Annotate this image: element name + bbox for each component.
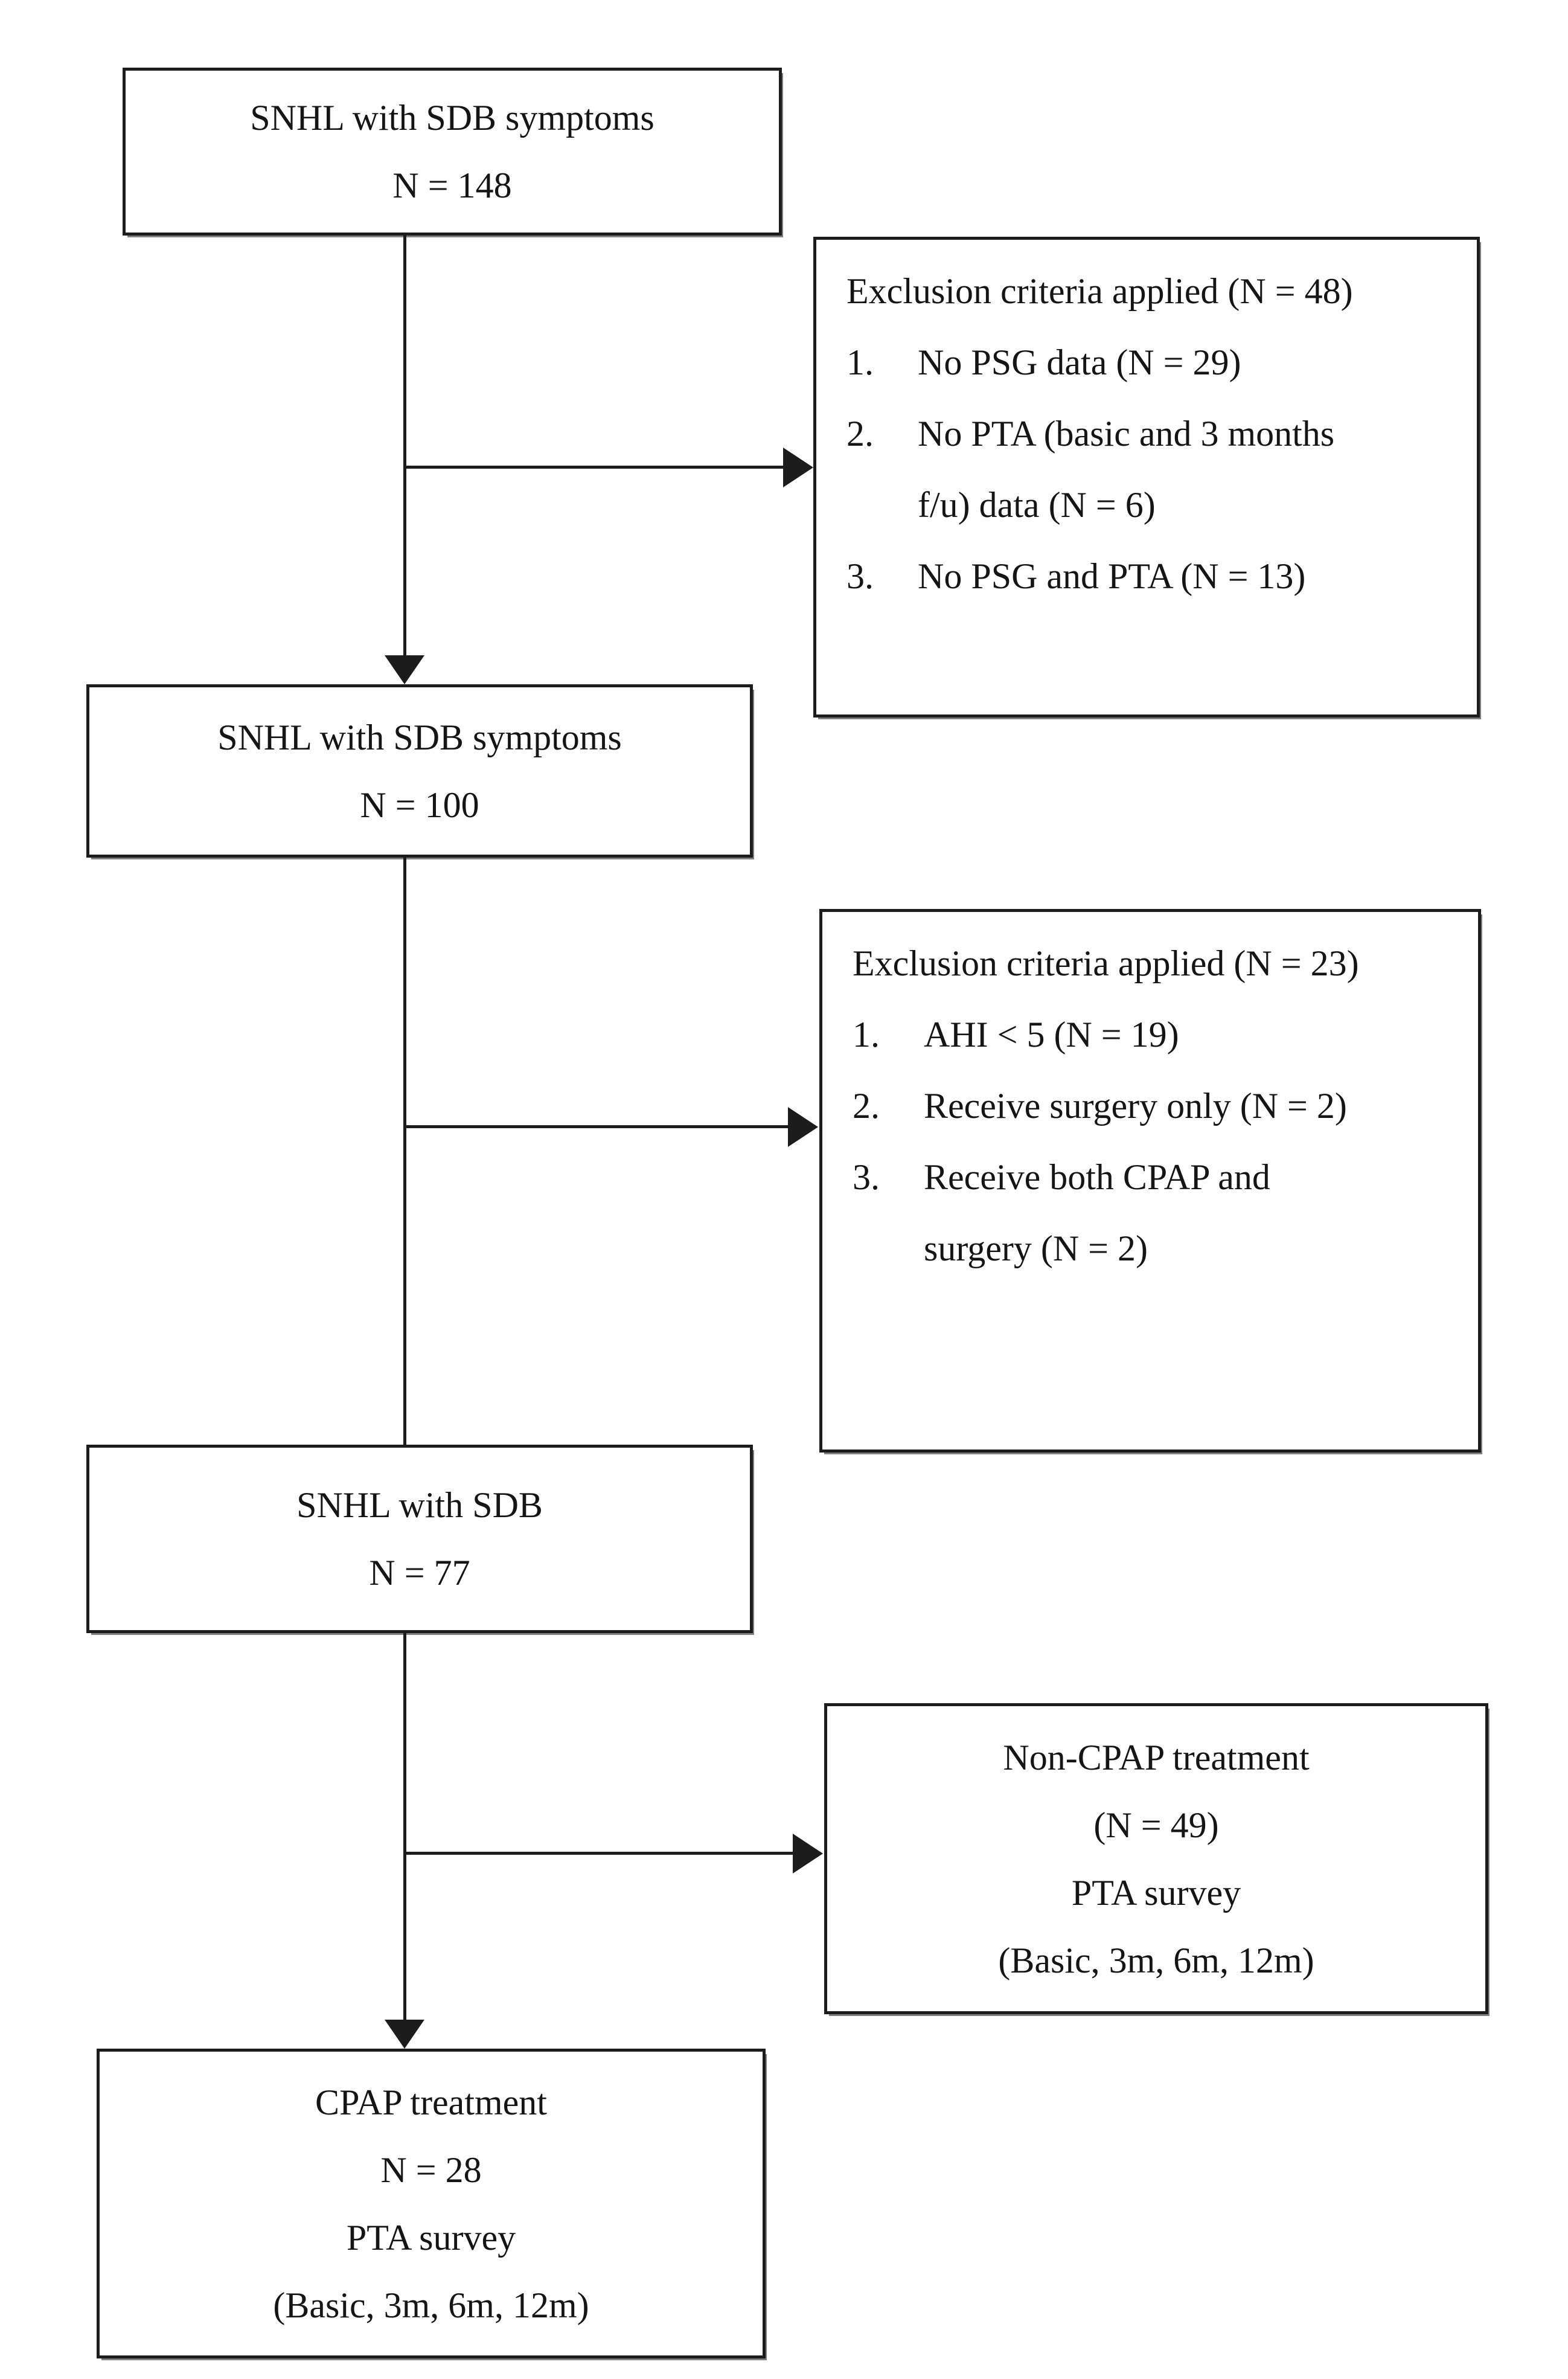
box-cpap-treatment: CPAP treatment N = 28 PTA survey (Basic,… [97, 2049, 766, 2358]
exclusion-item-number: 1. [853, 1015, 880, 1055]
exclusion-item-number: 2. [853, 1086, 880, 1126]
connector-branch-3 [405, 1852, 794, 1855]
exclusion-item-number: 3. [853, 1157, 880, 1197]
exclusion-item: 1. No PSG data (N = 29) [846, 327, 1460, 398]
exclusion-item: 1. AHI < 5 (N = 19) [853, 999, 1461, 1070]
box-exclusion-criteria-2: Exclusion criteria applied (N = 23) 1. A… [819, 909, 1481, 1453]
exclusion-item-number: 1. [846, 342, 874, 382]
box-text-line: N = 100 [360, 785, 479, 825]
exclusion-item-text: Receive surgery only (N = 2) [924, 1086, 1347, 1126]
box-text-line: SNHL with SDB symptoms [250, 98, 654, 138]
arrowhead-down-icon [385, 2020, 424, 2049]
exclusion-item: 2. Receive surgery only (N = 2) [853, 1070, 1461, 1141]
box-non-cpap-treatment: Non-CPAP treatment (N = 49) PTA survey (… [824, 1703, 1488, 2014]
exclusion-item-text: Receive both CPAP and surgery (N = 2) [924, 1157, 1270, 1268]
box-text-line: (N = 49) [1093, 1805, 1219, 1845]
box-text-line: Non-CPAP treatment [1003, 1737, 1310, 1777]
box-text-line: N = 28 [380, 2149, 482, 2190]
box-text-line: SNHL with SDB symptoms [217, 717, 622, 757]
box-snhl-sdb-symptoms-n100: SNHL with SDB symptoms N = 100 [86, 684, 753, 858]
connector-vertical-2 [403, 858, 406, 1445]
arrowhead-right-icon [793, 1834, 823, 1873]
box-snhl-sdb-symptoms-n148: SNHL with SDB symptoms N = 148 [123, 68, 782, 236]
connector-branch-1 [405, 466, 785, 469]
box-text-line: PTA survey [1071, 1872, 1241, 1913]
box-text-line: (Basic, 3m, 6m, 12m) [998, 1940, 1314, 1980]
box-text-line: N = 148 [392, 165, 512, 205]
exclusion-item-text: No PSG and PTA (N = 13) [918, 556, 1306, 596]
box-text-line: PTA survey [346, 2217, 516, 2258]
connector-vertical-3 [403, 1633, 406, 2020]
box-text-line: CPAP treatment [315, 2082, 547, 2122]
exclusion-item: 2. No PTA (basic and 3 months f/u) data … [846, 398, 1460, 541]
exclusion-item-number: 3. [846, 556, 874, 596]
box-text-line: N = 77 [369, 1553, 470, 1593]
box-text-line: SNHL with SDB [296, 1485, 543, 1525]
box-text-line: (Basic, 3m, 6m, 12m) [273, 2285, 589, 2325]
exclusion-title: Exclusion criteria applied (N = 48) [846, 271, 1353, 311]
box-snhl-sdb-n77: SNHL with SDB N = 77 [86, 1445, 753, 1633]
arrowhead-right-icon [788, 1107, 818, 1147]
arrowhead-down-icon [385, 655, 424, 684]
exclusion-item-text: No PTA (basic and 3 months f/u) data (N … [918, 414, 1335, 525]
exclusion-item-text: AHI < 5 (N = 19) [924, 1015, 1179, 1055]
connector-branch-2 [405, 1125, 789, 1128]
exclusion-item-text: No PSG data (N = 29) [918, 342, 1241, 382]
exclusion-item: 3. No PSG and PTA (N = 13) [846, 541, 1460, 612]
arrowhead-right-icon [783, 448, 813, 487]
exclusion-item: 3. Receive both CPAP and surgery (N = 2) [853, 1141, 1461, 1284]
box-exclusion-criteria-1: Exclusion criteria applied (N = 48) 1. N… [813, 237, 1480, 718]
exclusion-title: Exclusion criteria applied (N = 23) [853, 943, 1359, 983]
connector-vertical-1 [403, 236, 406, 657]
exclusion-item-number: 2. [846, 414, 874, 454]
